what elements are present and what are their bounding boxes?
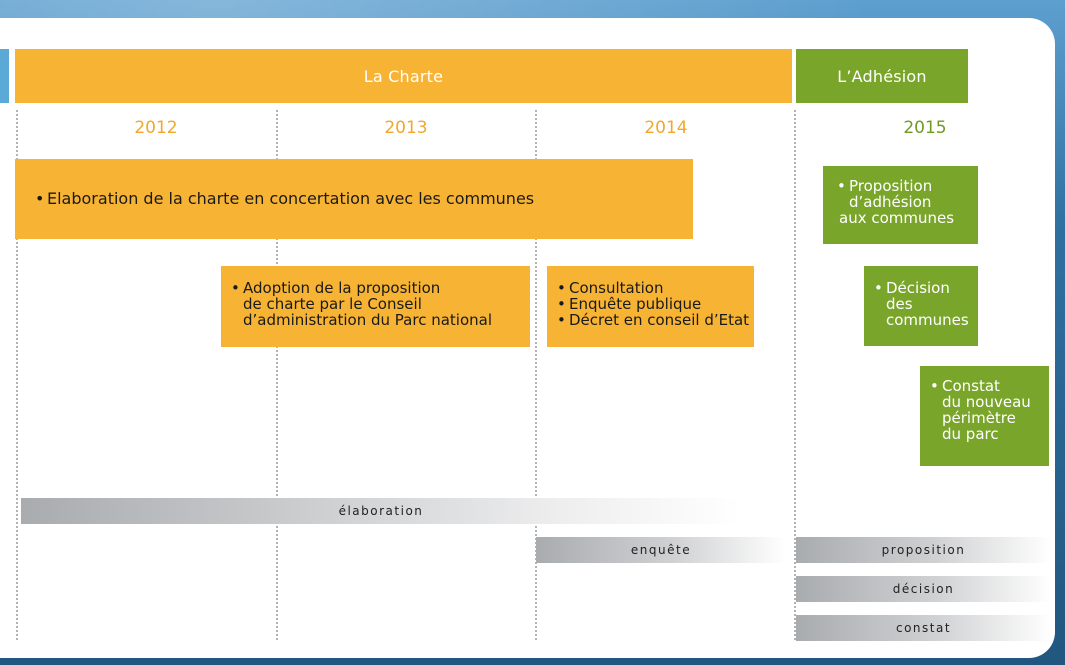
phase-bar-label: proposition [881, 543, 966, 557]
year-label: 2013 [384, 118, 428, 138]
previous-phase-band [0, 49, 9, 103]
phase-bar-label: enquête [630, 543, 692, 557]
year-divider [276, 110, 278, 640]
year-divider [535, 110, 537, 640]
task-elaboration: • Elaboration de la charte en concertati… [15, 159, 693, 239]
task-proposition: • Proposition d’adhésion aux communes [823, 166, 978, 244]
task-adoption: • Adoption de la proposition de charte p… [221, 266, 530, 347]
phase-charte-label: La Charte [363, 66, 444, 86]
phase-bar-constat: constat [796, 615, 1051, 641]
task-proposition-line: Proposition [849, 177, 933, 195]
task-proposition-line: d’adhésion [849, 193, 932, 211]
phase-bar-label: décision [892, 582, 955, 596]
task-constat-line: du parc [942, 425, 999, 443]
task-decision-line: communes [886, 311, 969, 329]
task-elaboration-text: Elaboration de la charte en concertation… [47, 189, 535, 208]
task-consultation-item: Décret en conseil d’Etat [569, 311, 750, 329]
year-label: 2014 [644, 118, 688, 138]
task-constat: • Constat du nouveau périmètre du parc [920, 366, 1049, 466]
task-constat-line: périmètre [942, 409, 1016, 427]
phase-bar-label: élaboration [338, 504, 424, 518]
task-constat-line: du nouveau [942, 393, 1031, 411]
phase-bar-proposition: proposition [796, 537, 1051, 563]
year-label: 2015 [903, 118, 947, 138]
phase-bar-enquete: enquête [536, 537, 786, 563]
phase-adhesion-label: L’Adhésion [837, 66, 927, 86]
phase-bar-elaboration: élaboration [21, 498, 741, 524]
year-divider [16, 110, 18, 640]
task-adoption-line: d’administration du Parc national [243, 311, 493, 329]
year-label: 2012 [134, 118, 178, 138]
task-proposition-line: aux communes [839, 209, 955, 227]
year-divider [794, 110, 796, 640]
task-consultation: •Consultation •Enquête publique •Décret … [547, 266, 754, 347]
phase-charte: La Charte [15, 49, 792, 103]
task-consultation-item: Consultation [569, 279, 664, 297]
task-adoption-line: de charte par le Conseil [243, 295, 422, 313]
task-consultation-item: Enquête publique [569, 295, 702, 313]
task-constat-line: Constat [942, 377, 1000, 395]
phase-adhesion: L’Adhésion [796, 49, 968, 103]
task-decision-line: des [886, 295, 913, 313]
task-decision-line: Décision [886, 279, 950, 297]
phase-bar-label: constat [895, 621, 952, 635]
phase-bar-decision: décision [796, 576, 1051, 602]
task-decision: • Décision des communes [864, 266, 978, 346]
task-adoption-line: Adoption de la proposition [243, 279, 441, 297]
